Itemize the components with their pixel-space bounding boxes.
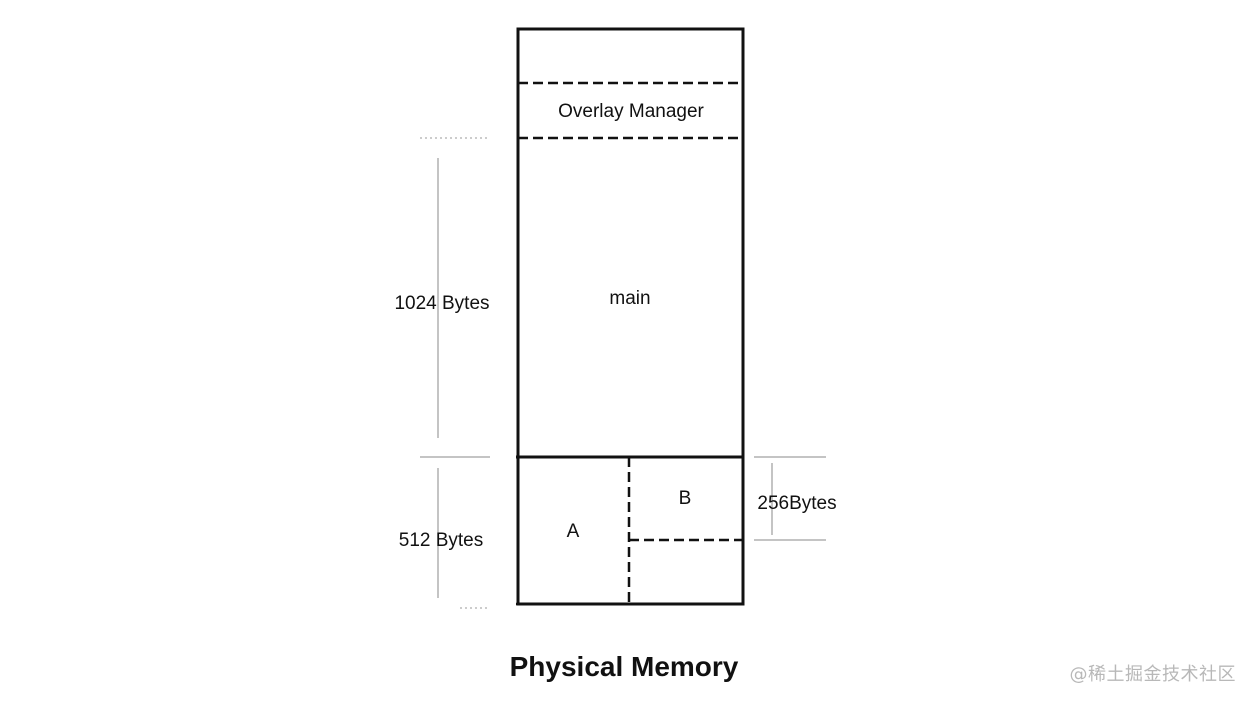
overlay-size-label: 512 Bytes <box>399 530 484 551</box>
b-label: B <box>679 488 692 509</box>
main-label: main <box>609 288 650 309</box>
overlay-manager-label: Overlay Manager <box>558 101 704 122</box>
a-label: A <box>567 521 580 542</box>
watermark: @稀土掘金技术社区 <box>1069 664 1236 685</box>
diagram-title: Physical Memory <box>510 651 739 682</box>
b-size-label: 256Bytes <box>757 493 836 514</box>
main-size-label: 1024 Bytes <box>394 293 489 314</box>
